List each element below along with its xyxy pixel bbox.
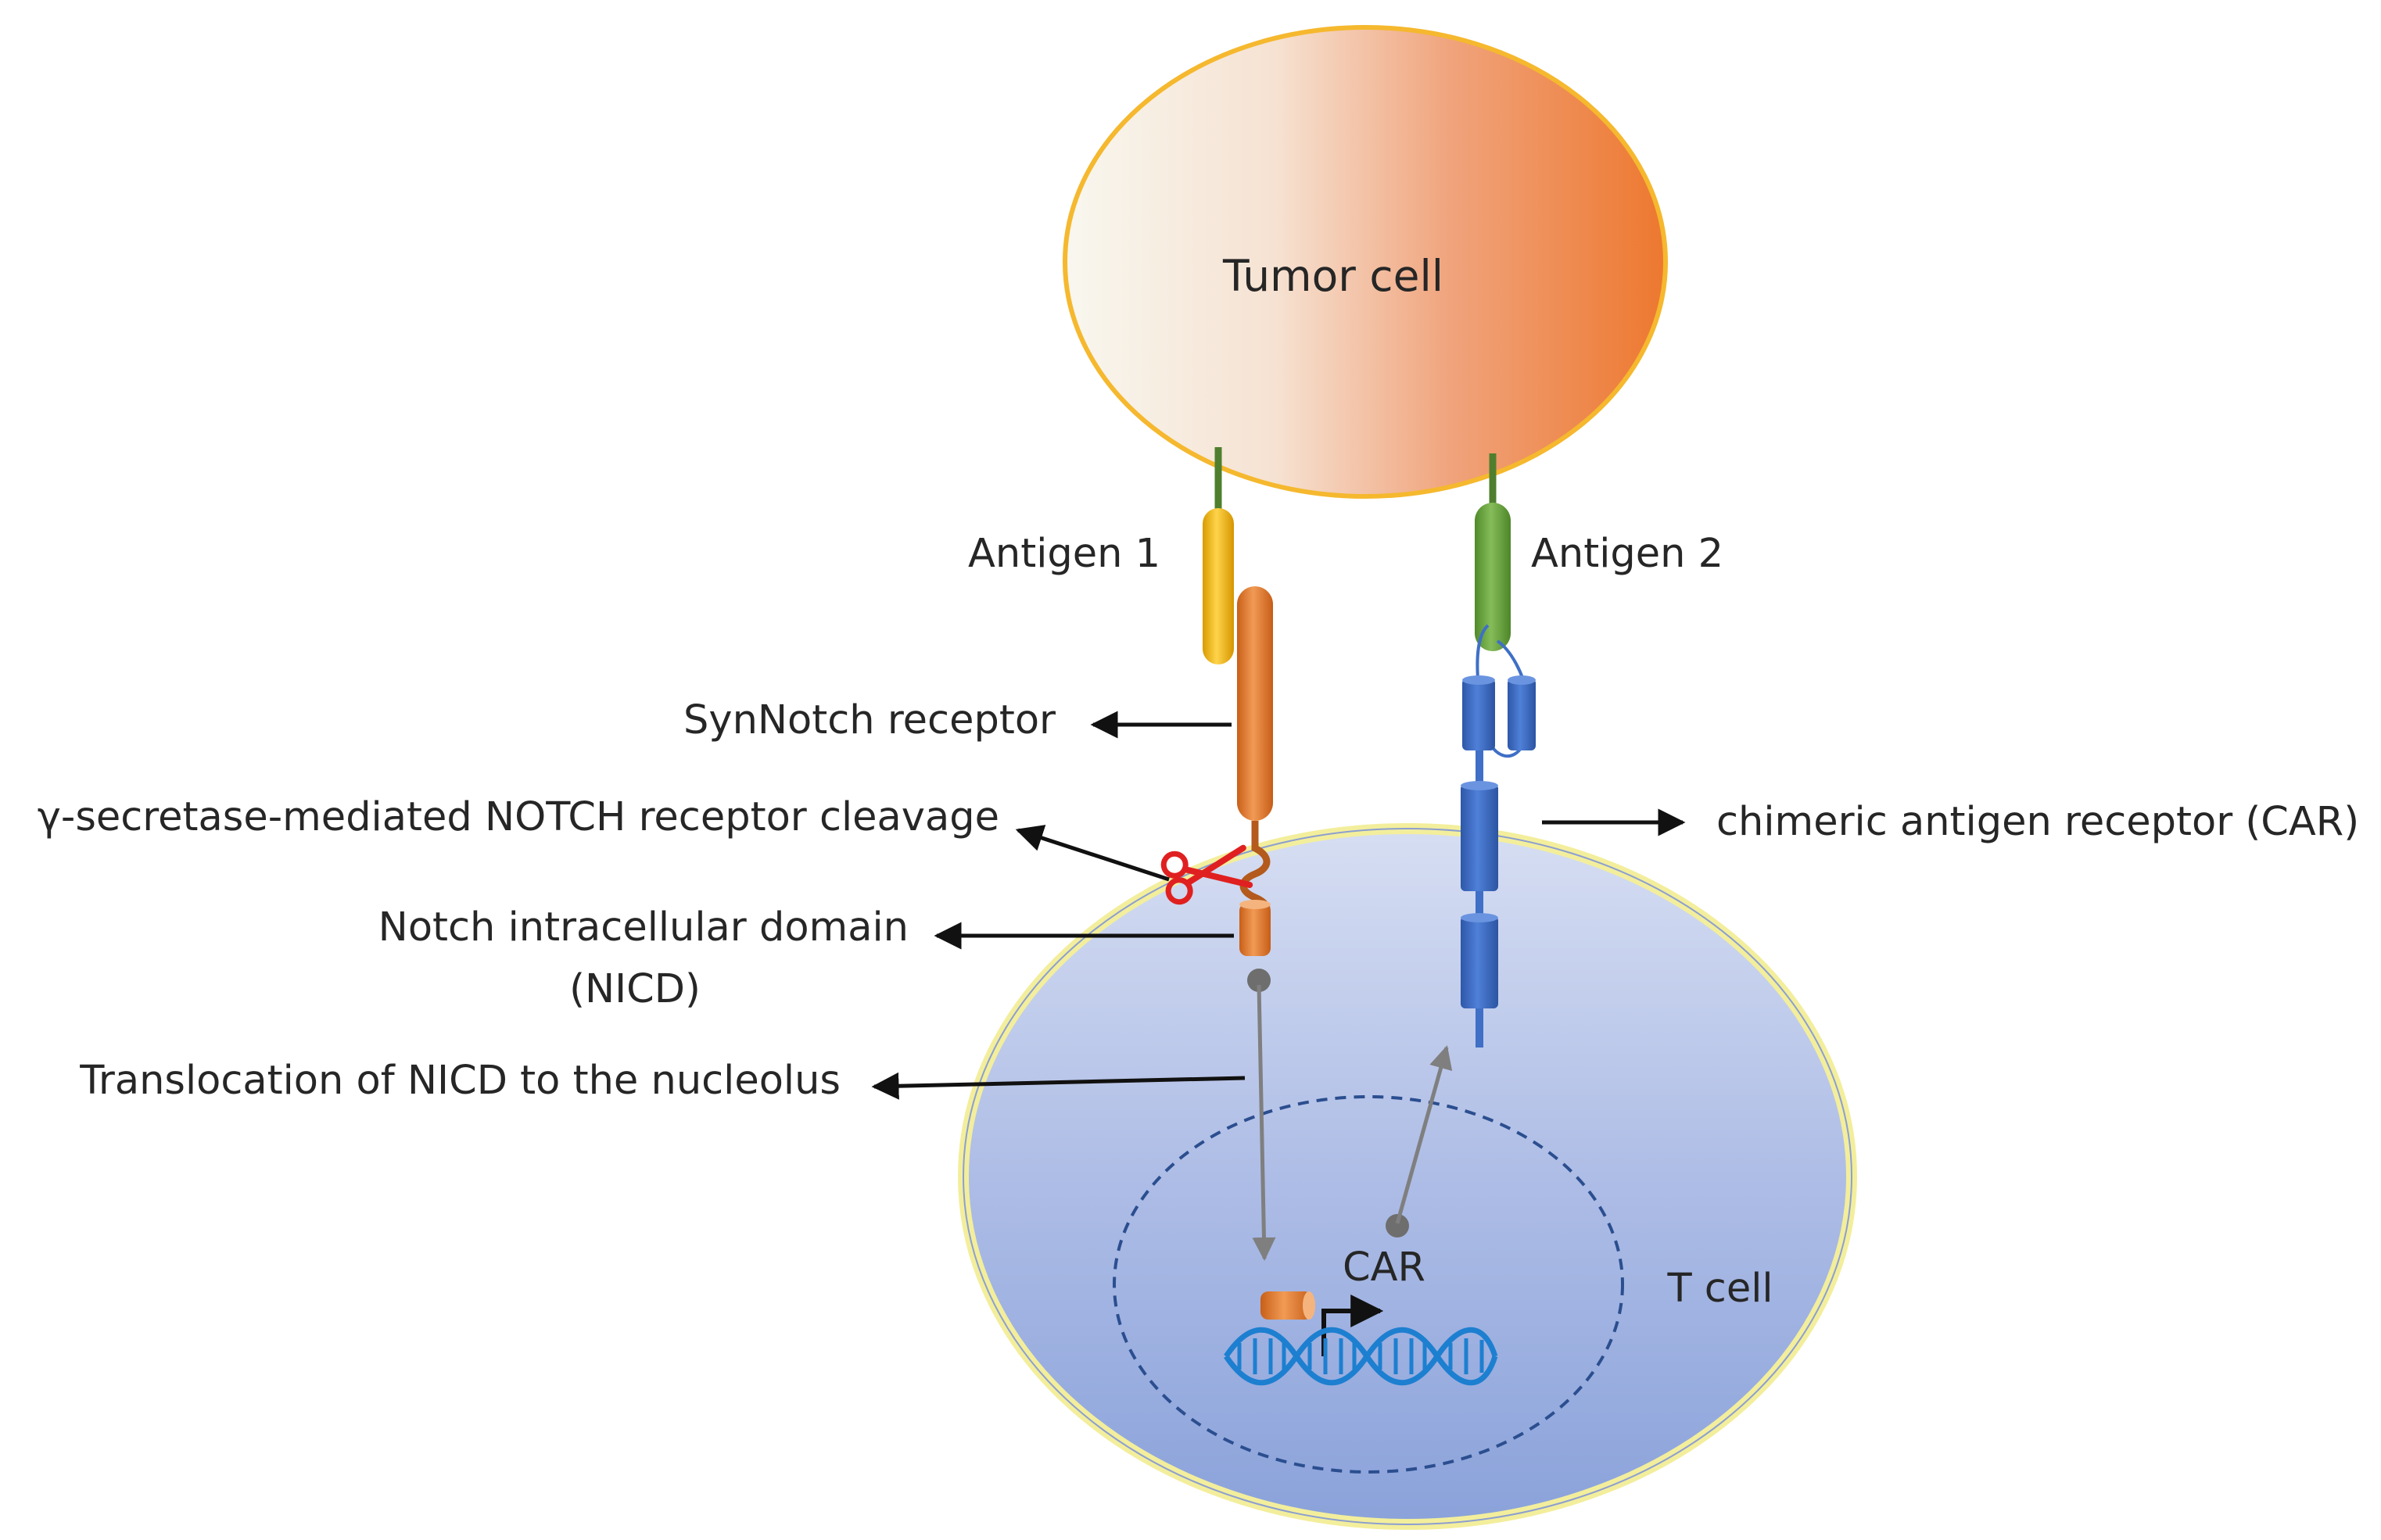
nicd-label-line1: Notch intracellular domain	[378, 904, 909, 951]
nicd-label-line2: (NICD)	[569, 966, 701, 1012]
nicd-translocation-path	[1247, 969, 1276, 1261]
t-cell-label: T cell	[1666, 1266, 1773, 1312]
cleavage-label: γ-secretase-mediated NOTCH receptor clea…	[38, 794, 999, 840]
scissors-icon	[1160, 844, 1253, 905]
tumor-cell	[1063, 25, 1668, 499]
nicd-transcription-factor	[1260, 1291, 1315, 1320]
cleavage-arrow	[1015, 825, 1170, 882]
car-expression-path	[1386, 1045, 1453, 1237]
antigen-2	[1475, 453, 1511, 651]
car-gene-label: CAR	[1343, 1245, 1425, 1291]
nucleus	[1113, 1095, 1624, 1474]
translocation-arrow	[871, 1072, 1246, 1100]
translocation-label: Translocation of NICD to the nucleolus	[79, 1058, 841, 1104]
dna-icon	[1224, 1327, 1498, 1386]
antigen-2-label: Antigen 2	[1531, 531, 1723, 577]
car-receptor	[1461, 624, 1536, 1048]
nicd	[1239, 900, 1271, 956]
antigen-1	[1203, 447, 1234, 664]
t-cell	[958, 823, 1857, 1530]
antigen-1-label: Antigen 1	[968, 531, 1160, 577]
car-label: chimeric antigen receptor (CAR)	[1716, 799, 2359, 845]
tumor-cell-label: Tumor cell	[1222, 251, 1443, 301]
synnotch-label: SynNotch receptor	[683, 697, 1056, 743]
